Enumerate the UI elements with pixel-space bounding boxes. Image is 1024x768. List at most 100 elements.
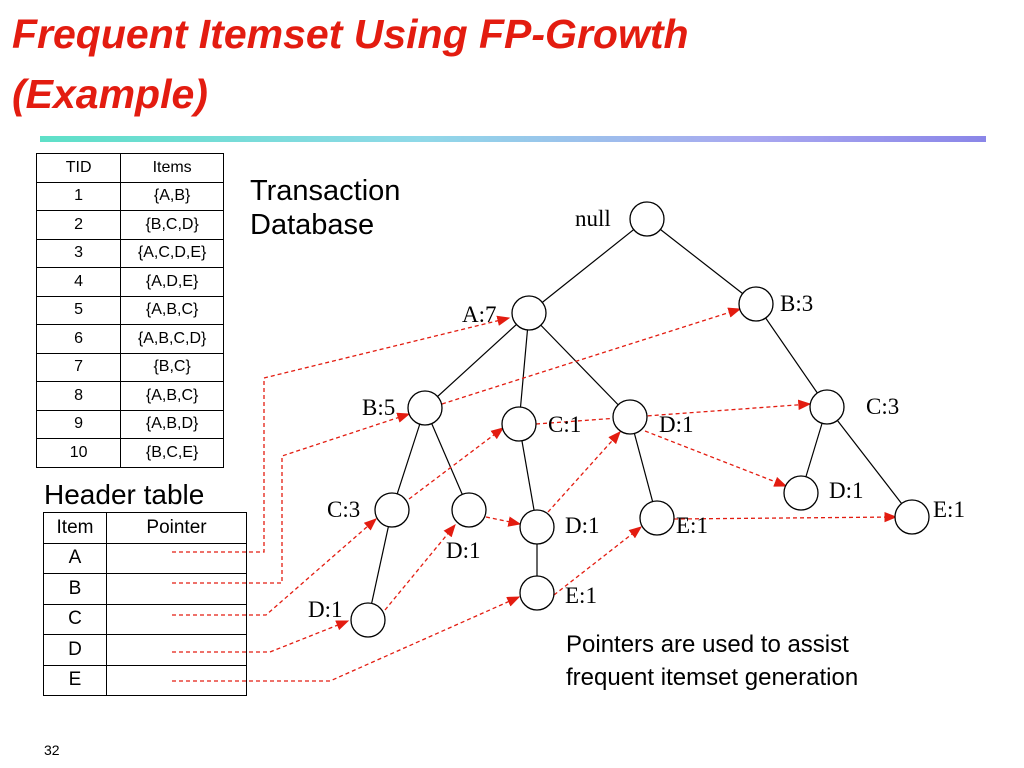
table-row: 4{A,D,E} <box>35 267 224 297</box>
tree-node-d1a <box>612 399 648 435</box>
item-cell: D <box>43 634 107 666</box>
tree-node-e1b <box>894 499 930 535</box>
tree-node-label: E:1 <box>676 513 708 538</box>
items-cell: {A,B,C} <box>120 295 224 325</box>
tree-edge <box>391 407 426 511</box>
table-row: C <box>43 603 247 635</box>
tid-cell: 1 <box>35 181 122 211</box>
pointer-note-line2: frequent itemset generation <box>566 664 859 691</box>
slide-title-line2: (Example) <box>12 71 208 117</box>
tree-node-label: E:1 <box>933 497 965 522</box>
tree-node-d1e <box>350 602 386 638</box>
tid-cell: 8 <box>35 381 122 411</box>
column-header-item: Item <box>43 512 107 544</box>
link-d1-d1d <box>644 430 788 487</box>
items-cell: {A,B} <box>120 181 224 211</box>
pointer-c <box>172 518 377 616</box>
items-cell: {A,B,C} <box>120 381 224 411</box>
pointer-note-line1: Pointers are used to assist <box>566 631 849 658</box>
tree-node-d1c <box>519 509 555 545</box>
slide-title-line1: Frequent Itemset Using FP-Growth <box>12 11 689 57</box>
tid-cell: 3 <box>35 238 122 268</box>
tree-edge <box>646 218 757 305</box>
tree-node-label: E:1 <box>565 583 597 608</box>
tree-edge <box>528 312 631 418</box>
tree-edge <box>424 407 470 511</box>
table-row: 10{B,C,E} <box>35 438 224 468</box>
tree-node-e1a <box>639 500 675 536</box>
items-cell: {B,C,D} <box>120 210 224 240</box>
tree-node-c1a <box>501 406 537 442</box>
tree-edge <box>367 509 393 621</box>
transaction-table: TID Items 1{A,B} 2{B,C,D} 3{A,C,D,E} 4{A… <box>35 153 224 468</box>
table-row: 3{A,C,D,E} <box>35 238 224 268</box>
pointer-cell <box>106 664 247 696</box>
transaction-database-label: Transaction Database <box>250 174 450 242</box>
tid-cell: 2 <box>35 210 122 240</box>
table-header-row: TID Items <box>35 153 224 183</box>
tree-node-label: A:7 <box>462 302 497 327</box>
pointer-cell <box>106 603 247 635</box>
tree-node-label: D:1 <box>446 538 481 563</box>
title-divider <box>40 136 986 142</box>
items-cell: {A,B,C,D} <box>120 324 224 354</box>
tree-edge <box>424 312 530 409</box>
tree-node-c3b <box>809 389 845 425</box>
tid-cell: 4 <box>35 267 122 297</box>
items-cell: {A,D,E} <box>120 267 224 297</box>
tree-node-label: C:3 <box>327 497 360 522</box>
pointer-cell <box>106 634 247 666</box>
pointer-d <box>172 620 350 653</box>
table-row: D <box>43 634 247 666</box>
column-header-items: Items <box>120 153 224 183</box>
header-table-label: Header table <box>44 479 205 510</box>
tree-node-a7 <box>511 295 547 331</box>
tree-node-b5 <box>407 390 443 426</box>
column-header-tid: TID <box>35 153 122 183</box>
tree-node-label: B:3 <box>780 291 813 316</box>
tree-node-label: D:1 <box>659 412 694 437</box>
link-e1-e1b <box>673 511 898 523</box>
tree-node-label: D:1 <box>565 513 600 538</box>
tree-node-label: B:5 <box>362 395 395 420</box>
tree-edge <box>518 312 530 425</box>
tid-cell: 10 <box>35 438 122 468</box>
tid-cell: 5 <box>35 295 122 325</box>
pointer-b <box>172 412 411 584</box>
tree-node-e1c <box>519 575 555 611</box>
tree-edge <box>826 406 913 518</box>
slide-title: Frequent Itemset Using FP-Growth (Exampl… <box>12 4 689 124</box>
table-row: 5{A,B,C} <box>35 295 224 325</box>
table-row: A <box>43 542 247 574</box>
tree-node-label: D:1 <box>308 597 343 622</box>
link-d1-d1 <box>384 523 456 611</box>
tree-node-null <box>629 201 665 237</box>
tree-node-label: C:1 <box>548 412 581 437</box>
items-cell: {B,C,E} <box>120 438 224 468</box>
transaction-label-line2: Database <box>250 209 375 241</box>
tree-node-b3 <box>738 286 774 322</box>
link-d1-d1c <box>547 431 621 513</box>
tree-edge <box>528 218 648 314</box>
tree-edge <box>755 303 828 408</box>
table-row: 1{A,B} <box>35 181 224 211</box>
header-table: Item Pointer A B C D E <box>43 512 247 696</box>
link-c1-c3 <box>535 399 812 425</box>
transaction-label-line1: Transaction <box>250 175 401 207</box>
table-row: 2{B,C,D} <box>35 210 224 240</box>
table-row: 8{A,B,C} <box>35 381 224 411</box>
items-cell: {B,C} <box>120 352 224 382</box>
table-row: E <box>43 664 247 696</box>
items-cell: {A,C,D,E} <box>120 238 224 268</box>
table-row: 7{B,C} <box>35 352 224 382</box>
pointer-note: Pointers are used to assist frequent ite… <box>566 628 966 694</box>
tree-node-label: C:3 <box>866 394 899 419</box>
link-b5-b3 <box>441 307 742 405</box>
tree-node-d1b <box>451 492 487 528</box>
pointer-a <box>172 315 511 553</box>
tree-node-label: D:1 <box>829 478 864 503</box>
items-cell: {A,B,D} <box>120 409 224 439</box>
node-link-pointers <box>172 307 898 682</box>
